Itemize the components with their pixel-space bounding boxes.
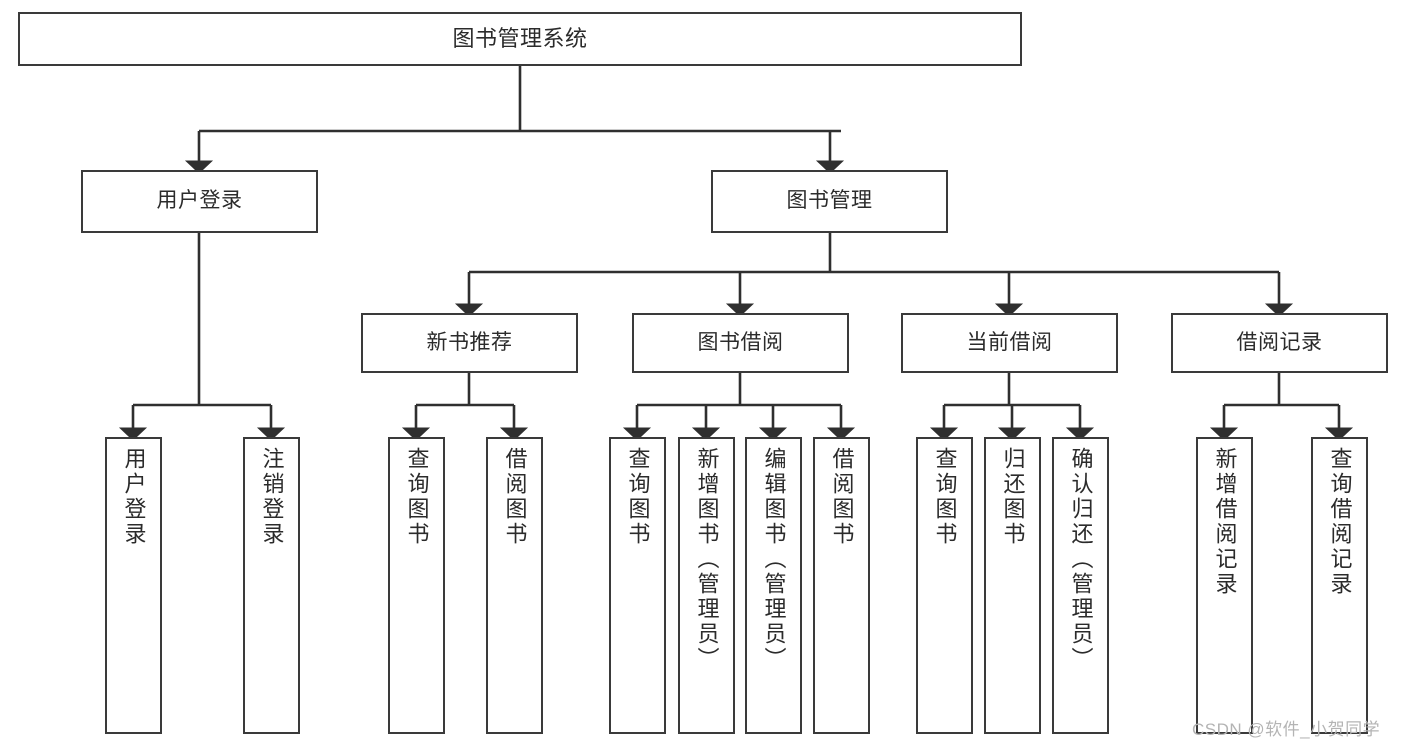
node-leaf-user-logout[interactable]: 注销登录	[243, 437, 300, 734]
node-leaf-add-book-label: 新增图书（管理员）	[694, 447, 720, 672]
node-leaf-query-book-3-label: 查询图书	[932, 447, 958, 547]
node-root[interactable]: 图书管理系统	[18, 12, 1022, 66]
node-book-borrow-label: 图书借阅	[697, 330, 784, 354]
node-leaf-query-book-2[interactable]: 查询图书	[609, 437, 666, 734]
node-leaf-add-book[interactable]: 新增图书（管理员）	[678, 437, 735, 734]
node-leaf-edit-book[interactable]: 编辑图书（管理员）	[745, 437, 802, 734]
node-root-label: 图书管理系统	[452, 26, 588, 52]
node-book-borrow[interactable]: 图书借阅	[632, 313, 849, 373]
node-leaf-user-login[interactable]: 用户登录	[105, 437, 162, 734]
node-book-manage-label: 图书管理	[786, 189, 873, 213]
node-leaf-return-book[interactable]: 归还图书	[984, 437, 1041, 734]
node-leaf-return-book-label: 归还图书	[1000, 447, 1026, 547]
node-leaf-add-record[interactable]: 新增借阅记录	[1196, 437, 1253, 734]
node-book-manage[interactable]: 图书管理	[711, 170, 948, 233]
node-leaf-borrow-book-2[interactable]: 借阅图书	[813, 437, 870, 734]
node-leaf-add-record-label: 新增借阅记录	[1212, 447, 1238, 597]
node-leaf-borrow-book-2-label: 借阅图书	[829, 447, 855, 547]
node-current-borrow-label: 当前借阅	[966, 330, 1053, 354]
node-leaf-borrow-book-1-label: 借阅图书	[502, 447, 528, 547]
node-leaf-query-book-3[interactable]: 查询图书	[916, 437, 973, 734]
node-leaf-query-book-1-label: 查询图书	[404, 447, 430, 547]
node-leaf-confirm-return[interactable]: 确认归还（管理员）	[1052, 437, 1109, 734]
node-current-borrow[interactable]: 当前借阅	[901, 313, 1118, 373]
node-leaf-borrow-book-1[interactable]: 借阅图书	[486, 437, 543, 734]
node-borrow-record-label: 借阅记录	[1236, 330, 1323, 354]
node-borrow-record[interactable]: 借阅记录	[1171, 313, 1388, 373]
node-leaf-query-record-label: 查询借阅记录	[1327, 447, 1353, 597]
node-leaf-query-book-2-label: 查询图书	[625, 447, 651, 547]
node-leaf-query-record[interactable]: 查询借阅记录	[1311, 437, 1368, 734]
node-leaf-user-login-label: 用户登录	[121, 447, 147, 547]
node-leaf-query-book-1[interactable]: 查询图书	[388, 437, 445, 734]
node-leaf-confirm-return-label: 确认归还（管理员）	[1068, 447, 1094, 672]
node-leaf-user-logout-label: 注销登录	[259, 447, 285, 547]
node-user-login-label: 用户登录	[156, 189, 243, 213]
node-new-book-recommend[interactable]: 新书推荐	[361, 313, 578, 373]
watermark: CSDN @软件_小贺同学	[1192, 720, 1381, 739]
node-user-login[interactable]: 用户登录	[81, 170, 318, 233]
node-new-book-recommend-label: 新书推荐	[426, 330, 513, 354]
node-leaf-edit-book-label: 编辑图书（管理员）	[761, 447, 787, 672]
